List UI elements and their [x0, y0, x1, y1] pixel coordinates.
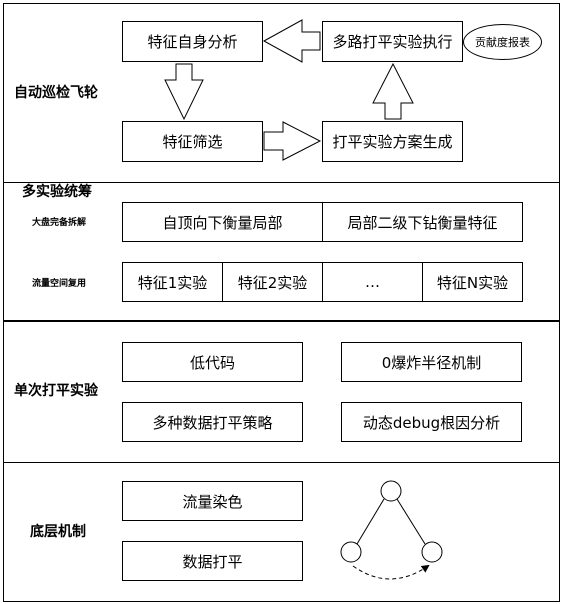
arrow-analysis-to-filter — [164, 63, 204, 121]
contribution-report-ellipse: 贡献度报表 — [463, 24, 542, 60]
feature-2-experiment-box: 特征2实验 — [222, 262, 323, 302]
feature-filter-box: 特征筛选 — [122, 121, 263, 162]
feature-self-analysis-box: 特征自身分析 — [122, 21, 263, 62]
zero-blast-radius-box: 0爆炸半径机制 — [341, 342, 522, 382]
tree-edge-left — [356, 498, 385, 545]
arrow-plan-to-exec — [372, 62, 414, 120]
single-experiment-section-label: 单次打平实验 — [14, 383, 98, 399]
tree-edge-right — [396, 498, 426, 545]
tree-dashed-arrow — [352, 564, 430, 580]
top-down-measure-box: 自顶向下衡量局部 — [122, 202, 323, 242]
data-alignment-box: 数据打平 — [122, 541, 303, 581]
tree-left-node — [340, 541, 362, 563]
plan-generation-box: 打平实验方案生成 — [322, 121, 463, 162]
feature-n-experiment-box: 特征N实验 — [422, 262, 523, 302]
arrow-exec-to-analysis — [262, 19, 321, 63]
traffic-reuse-label: 流量空间复用 — [32, 279, 87, 289]
tree-right-node — [421, 541, 443, 563]
arrow-filter-to-plan — [263, 121, 322, 161]
traffic-coloring-box: 流量染色 — [122, 481, 303, 521]
low-code-box: 低代码 — [122, 342, 303, 382]
flywheel-section-label: 自动巡检飞轮 — [14, 85, 98, 101]
data-alignment-strategies-box: 多种数据打平策略 — [122, 402, 303, 442]
tree-root-node — [380, 480, 402, 502]
drill-down-measure-box: 局部二级下钻衡量特征 — [322, 202, 523, 242]
feature-1-experiment-box: 特征1实验 — [122, 262, 223, 302]
multi-experiment-section-label: 多实验统筹 — [22, 184, 92, 200]
dynamic-debug-box: 动态debug根因分析 — [341, 402, 522, 442]
multi-path-execution-box: 多路打平实验执行 — [322, 21, 463, 62]
base-mechanism-section-label: 底层机制 — [30, 524, 86, 540]
full-decomposition-label: 大盘完备拆解 — [32, 218, 87, 228]
